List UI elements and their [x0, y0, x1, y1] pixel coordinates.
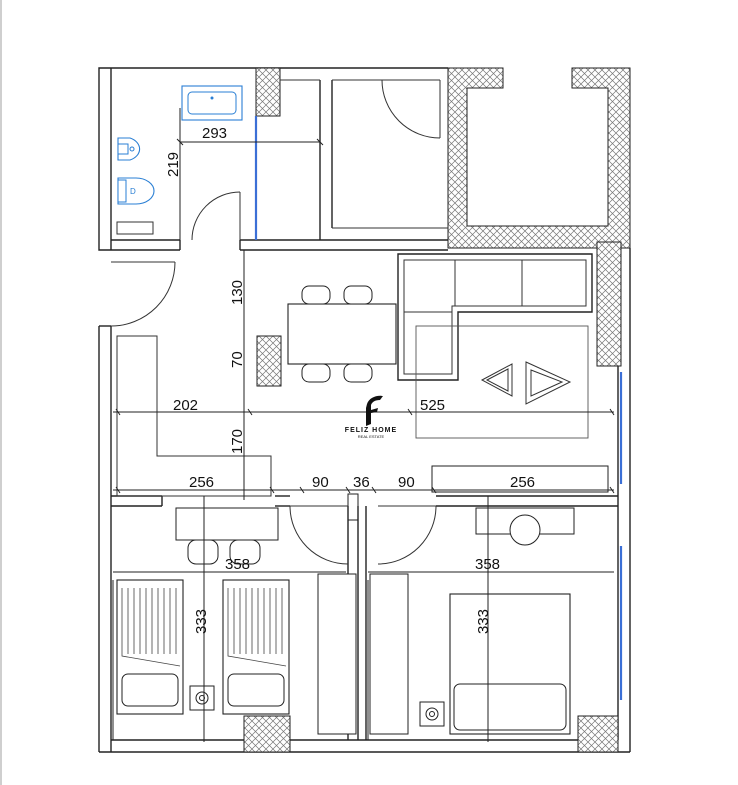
dim-hall-upper: 130	[229, 280, 246, 305]
dim-door-right: 90	[398, 474, 415, 491]
dim-bedroom1-width: 358	[225, 556, 250, 573]
svg-text:D: D	[130, 187, 136, 196]
doors	[110, 79, 441, 565]
dim-living-right: 525	[420, 397, 445, 414]
toilet-icon: D	[117, 177, 155, 205]
logo-tagline: REAL ESTATE	[358, 434, 385, 439]
bidet-icon	[117, 137, 141, 161]
kitchen-counter	[116, 335, 272, 497]
dim-kitchen-width: 256	[189, 474, 214, 491]
feliz-home-logo: FELIZ HOME REAL ESTATE	[345, 395, 397, 439]
dim-bedroom2-depth: 333	[475, 609, 492, 634]
dim-living-lower: 170	[229, 429, 246, 454]
dim-bedroom2-width: 358	[475, 556, 500, 573]
dim-living-left: 202	[173, 397, 198, 414]
dim-wardrobe-width: 256	[510, 474, 535, 491]
logo-brand: FELIZ HOME	[345, 427, 397, 434]
tv-console	[431, 465, 609, 493]
structural-columns	[243, 67, 631, 753]
bedroom1-furniture	[116, 507, 290, 715]
dining-set	[287, 285, 397, 383]
dimension-labels: 293 219 130 70 202 525 170 256 90 36 90 …	[165, 125, 535, 634]
dim-wall-gap: 36	[353, 474, 370, 491]
dim-bedroom1-depth: 333	[193, 609, 210, 634]
logo-mark-icon	[366, 395, 383, 426]
dim-bath-width: 293	[202, 125, 227, 142]
rug	[415, 325, 589, 439]
dim-hall-mid: 70	[229, 351, 246, 368]
dim-door-left: 90	[312, 474, 329, 491]
sofa	[397, 253, 593, 381]
dim-bath-height: 219	[165, 152, 182, 177]
dimension-lines	[112, 108, 615, 742]
windows	[254, 116, 623, 700]
bedroom2-furniture	[317, 507, 575, 735]
bathroom-fixtures: D	[116, 85, 243, 235]
